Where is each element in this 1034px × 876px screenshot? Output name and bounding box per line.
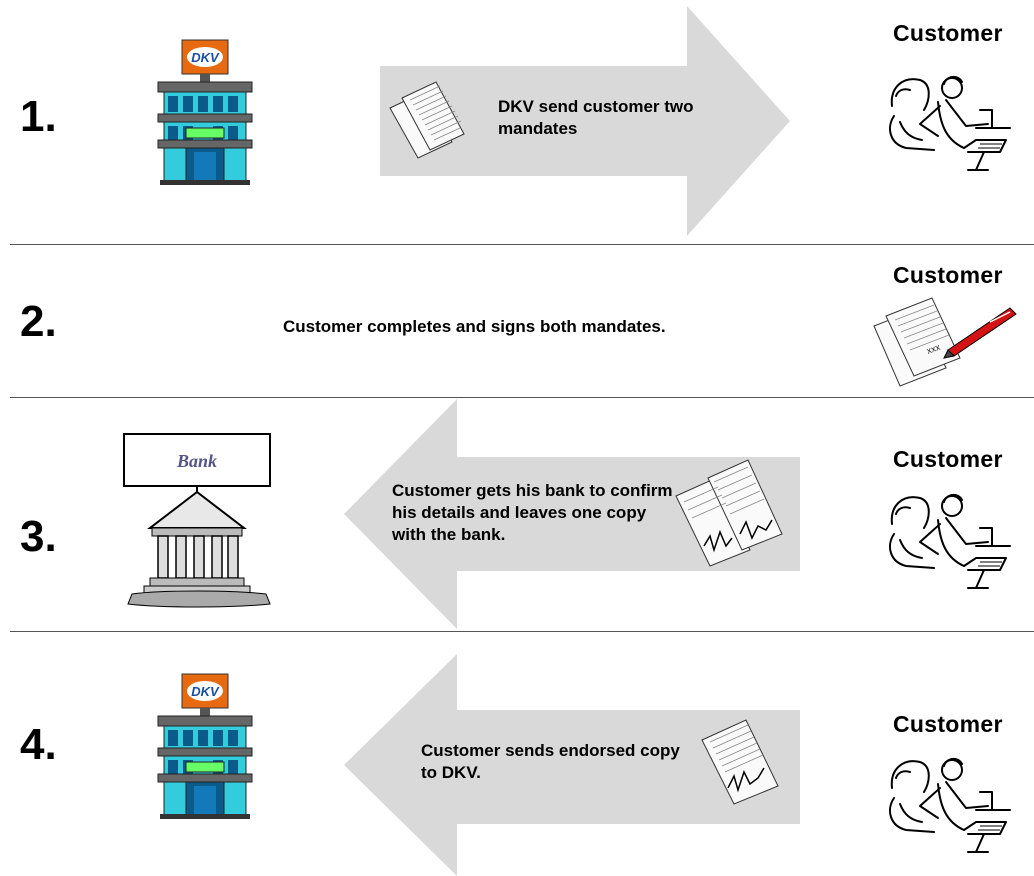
customer-at-desk-icon xyxy=(889,758,1011,853)
step-number-2: 2. xyxy=(20,297,57,346)
dkv-logo-text: DKV xyxy=(191,50,220,65)
right-arrow-shape xyxy=(380,6,790,236)
documents-icon xyxy=(389,81,465,159)
section-divider xyxy=(10,397,1034,398)
customer-at-desk-icon xyxy=(889,494,1011,589)
step-number-3: 3. xyxy=(20,512,57,561)
dkv-building-icon: DKV xyxy=(157,673,253,819)
customer-label-1: Customer xyxy=(893,20,1003,46)
bank-building-icon: Bank xyxy=(123,433,271,608)
document-icon xyxy=(701,719,779,805)
section-divider xyxy=(10,244,1034,245)
customer-label-2: Customer xyxy=(893,262,1003,288)
step-number-4: 4. xyxy=(20,720,57,769)
bank-sign-text: Bank xyxy=(176,451,217,471)
step-2-text: Customer completes and signs both mandat… xyxy=(283,317,666,336)
section-divider xyxy=(10,631,1034,632)
customer-at-desk-icon xyxy=(889,76,1011,171)
signed-document-icon: xxx xyxy=(873,297,1017,387)
step-1-text: DKV send customer two mandates xyxy=(498,97,694,138)
signature-mark: xxx xyxy=(925,342,942,356)
documents-icon xyxy=(675,459,783,567)
left-arrow-shape xyxy=(344,654,800,876)
dkv-logo-text: DKV xyxy=(191,684,220,699)
step-4-text: Customer sends endorsed copy to DKV. xyxy=(421,741,680,782)
step-3-text: Customer gets his bank to confirm his de… xyxy=(392,481,673,544)
step-number-1: 1. xyxy=(20,92,57,141)
dkv-building-icon: DKV xyxy=(157,39,253,185)
customer-label-3: Customer xyxy=(893,446,1003,472)
customer-label-4: Customer xyxy=(893,711,1003,737)
left-arrow-shape xyxy=(344,399,800,629)
